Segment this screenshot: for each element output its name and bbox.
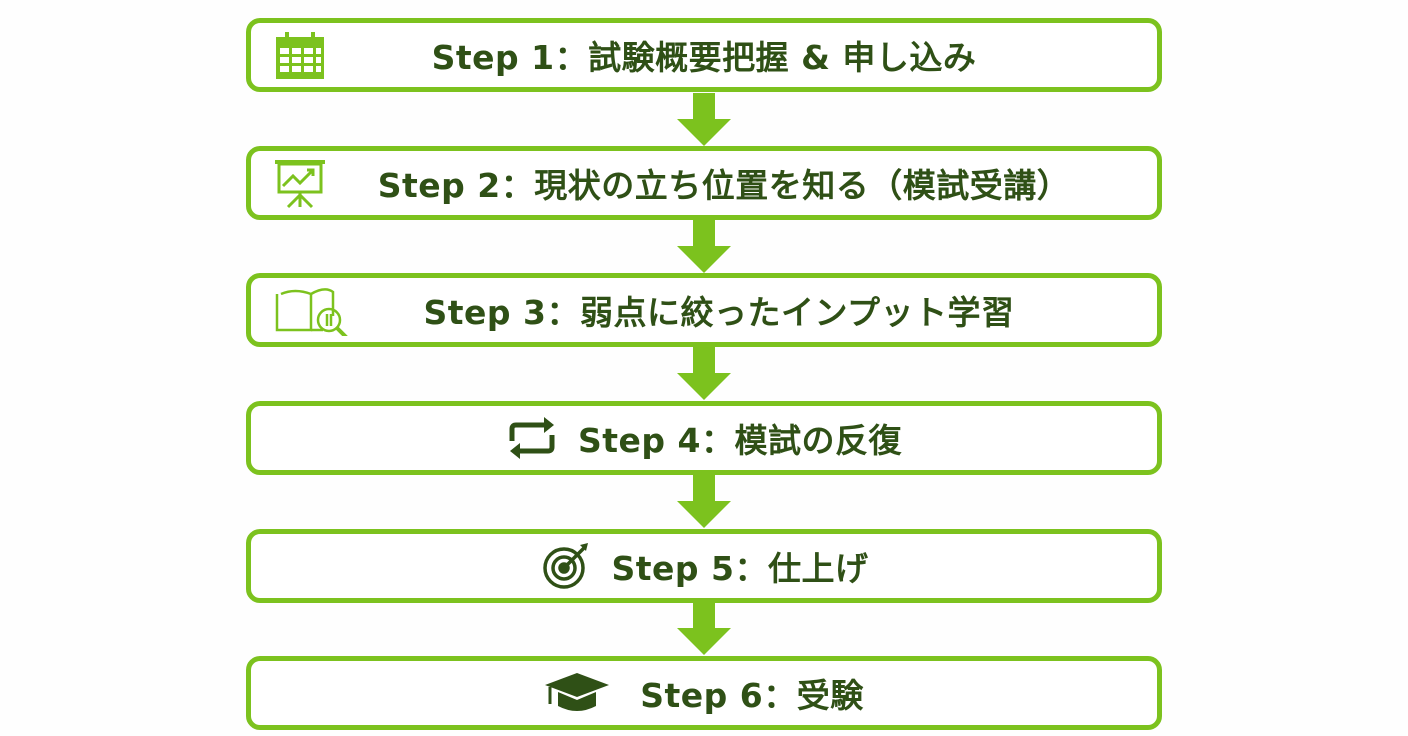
step-6-label: Step 6：受験: [640, 676, 864, 715]
down-arrow-icon: [677, 602, 731, 655]
down-arrow-icon: [677, 220, 731, 273]
step-3-box: Step 3：弱点に絞ったインプット学習: [246, 273, 1162, 347]
down-arrow-icon: [677, 475, 731, 528]
down-arrow-icon: [677, 93, 731, 146]
step-5-label: Step 5：仕上げ: [611, 549, 869, 588]
step-1-label: Step 1：試験概要把握 & 申し込み: [431, 38, 977, 77]
step-1-box: Step 1：試験概要把握 & 申し込み: [246, 18, 1162, 92]
down-arrow-icon: [677, 347, 731, 400]
book-magnifier-icon: [275, 288, 348, 336]
presentation-chart-icon: [275, 160, 325, 209]
step-5-box: Step 5：仕上げ: [246, 529, 1162, 603]
calendar-icon: [276, 32, 324, 79]
repeat-icon: [509, 417, 555, 459]
step-4-box: Step 4：模試の反復: [246, 401, 1162, 475]
step-6-box: Step 6：受験: [246, 656, 1162, 730]
step-4-label: Step 4：模試の反復: [578, 421, 902, 460]
graduation-cap-icon: [545, 673, 610, 711]
step-2-label: Step 2：現状の立ち位置を知る（模試受講）: [377, 166, 1071, 205]
step-3-label: Step 3：弱点に絞ったインプット学習: [423, 293, 1015, 332]
step-2-box: Step 2：現状の立ち位置を知る（模試受講）: [246, 146, 1162, 220]
target-icon: [542, 543, 588, 589]
